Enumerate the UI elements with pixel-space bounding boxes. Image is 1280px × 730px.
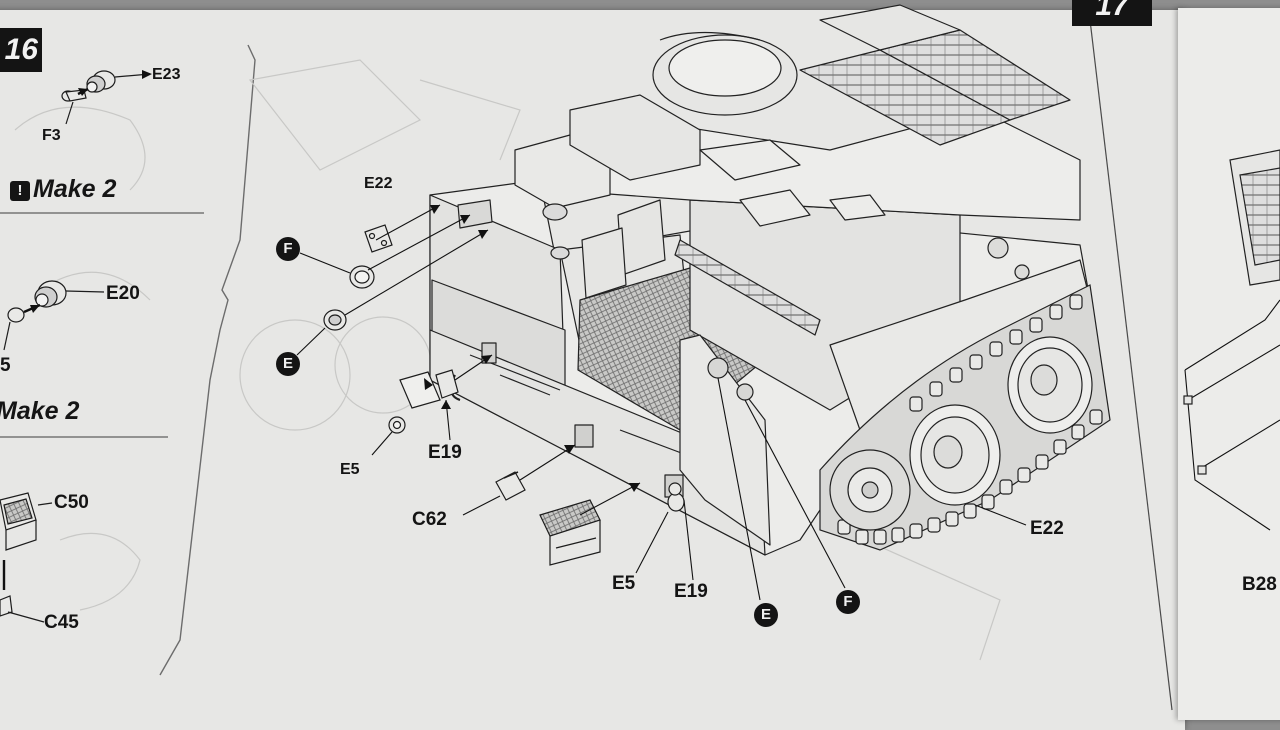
callout-e-bottom: E — [754, 603, 778, 627]
step-number: 16 — [4, 33, 38, 66]
part-label-c45: C45 — [44, 612, 79, 633]
part-label-e5-left: E5 — [340, 461, 360, 478]
part-label-e22-right: E22 — [1030, 518, 1064, 539]
part-label-e20: E20 — [106, 283, 140, 304]
callout-f-top: F — [276, 237, 300, 261]
part-label-e5-bottom: E5 — [612, 573, 636, 594]
part-label-c62: C62 — [412, 509, 447, 530]
part-label-e19-left: E19 — [428, 442, 462, 463]
make-note-2-text: Make 2 — [0, 397, 80, 425]
make-note-2: Make 2 — [0, 397, 79, 426]
part-label-b28: B28 — [1242, 574, 1277, 595]
make-note-1-text: Make 2 — [33, 175, 117, 203]
part-label-f3: F3 — [42, 127, 61, 144]
next-step-number: 17 — [1095, 0, 1129, 22]
part-label-c50: C50 — [54, 492, 89, 513]
next-step-number-badge: 17 — [1072, 0, 1152, 26]
callout-f-bottom: F — [836, 590, 860, 614]
part-label-5: 5 — [0, 355, 11, 376]
part-label-e23: E23 — [152, 66, 181, 83]
exclamation-icon: ! — [10, 181, 30, 201]
part-label-e22-top: E22 — [364, 175, 393, 192]
callout-e-left: E — [276, 352, 300, 376]
step-number-badge: 16 — [0, 28, 42, 72]
make-note-1: !Make 2 — [10, 175, 116, 204]
part-label-e19-bottom: E19 — [674, 581, 708, 602]
